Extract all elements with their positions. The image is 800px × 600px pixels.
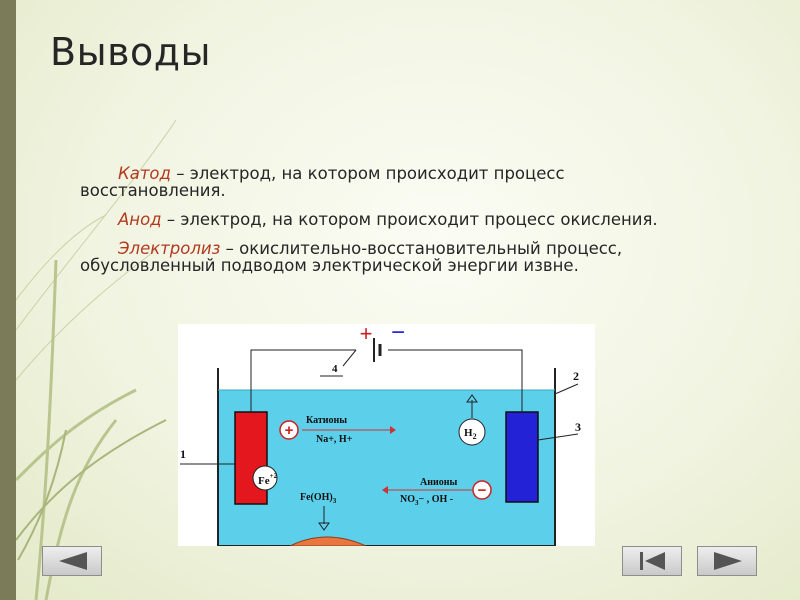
definition-text: – окислительно-восстановительный процесс…: [80, 239, 623, 275]
anions-formula: NO3− , OH -: [400, 494, 453, 507]
anions-tail: − , OH -: [419, 494, 454, 505]
term-electrolysis: Электролиз: [118, 239, 221, 258]
label-1: 1: [180, 447, 186, 461]
definitions-list: Катод – электрод, на котором происходит …: [80, 165, 700, 286]
electrolysis-diagram: + − 4 2 3 1 + Катионы Na+, H+ Fe+2 Fe(OH…: [178, 319, 595, 547]
next-slide-button[interactable]: [697, 546, 757, 576]
label-2: 2: [573, 369, 579, 383]
anion-sign: −: [478, 482, 487, 499]
cations-label: Катионы: [306, 415, 347, 426]
anion-sign-circle: [472, 480, 492, 500]
h2-base: H: [464, 427, 473, 439]
electrolysis-diagram-svg: + − 4 2 3 1 + Катионы Na+, H+ Fe+2 Fe(OH…: [180, 319, 581, 547]
wire-left: [250, 349, 356, 412]
definition-electrolysis: Электролиз – окислительно-восстановитель…: [80, 240, 700, 274]
definition-anode: Анод – электрод, на котором происходит п…: [80, 211, 700, 228]
h2-sub: 2: [473, 432, 477, 441]
cation-sign: +: [285, 422, 294, 439]
wire-right: [388, 349, 523, 412]
precipitate-base: Fe(OH): [300, 492, 333, 503]
h2-circle: [458, 418, 486, 446]
left-accent-bar: [0, 0, 16, 600]
forward-arrow-icon: [714, 552, 742, 570]
definition-cathode: Катод – электрод, на котором происходит …: [80, 165, 700, 199]
fe-ion-charge: +2: [270, 472, 278, 480]
h2-label: H2: [464, 427, 477, 441]
precipitate-formula: Fe(OH)3: [300, 492, 337, 505]
battery-minus-sign: −: [391, 324, 405, 346]
precipitate-deposit: [289, 536, 367, 547]
slide-title: Выводы: [50, 30, 211, 74]
cathode-electrode: [234, 411, 268, 505]
electrolyte-solution: [218, 390, 555, 546]
switch-lever: [342, 349, 357, 367]
first-slide-icon: [640, 552, 665, 570]
cation-sign-circle: [279, 420, 299, 440]
fe-ion-base: Fe: [258, 475, 270, 487]
anions-base: NO: [400, 494, 415, 505]
term-cathode: Катод: [118, 164, 171, 183]
back-arrow-icon: [59, 552, 87, 570]
first-slide-button[interactable]: [622, 546, 682, 576]
label-3: 3: [575, 420, 581, 434]
previous-slide-button[interactable]: [42, 546, 102, 576]
term-anode: Анод: [118, 210, 162, 229]
battery-plus-sign: +: [360, 324, 373, 346]
definition-text: – электрод, на котором происходит процес…: [80, 164, 565, 200]
anions-sub: 3: [415, 499, 419, 507]
fe-ion-circle: [252, 465, 278, 491]
precipitate-sub: 3: [333, 497, 337, 505]
cations-formula: Na+, H+: [316, 434, 353, 445]
label-4: 4: [332, 363, 338, 375]
anode-electrode: [505, 411, 539, 503]
definition-text: – электрод, на котором происходит процес…: [161, 210, 658, 229]
fe-ion-label: Fe+2: [258, 472, 278, 487]
anions-label: Анионы: [420, 477, 458, 488]
